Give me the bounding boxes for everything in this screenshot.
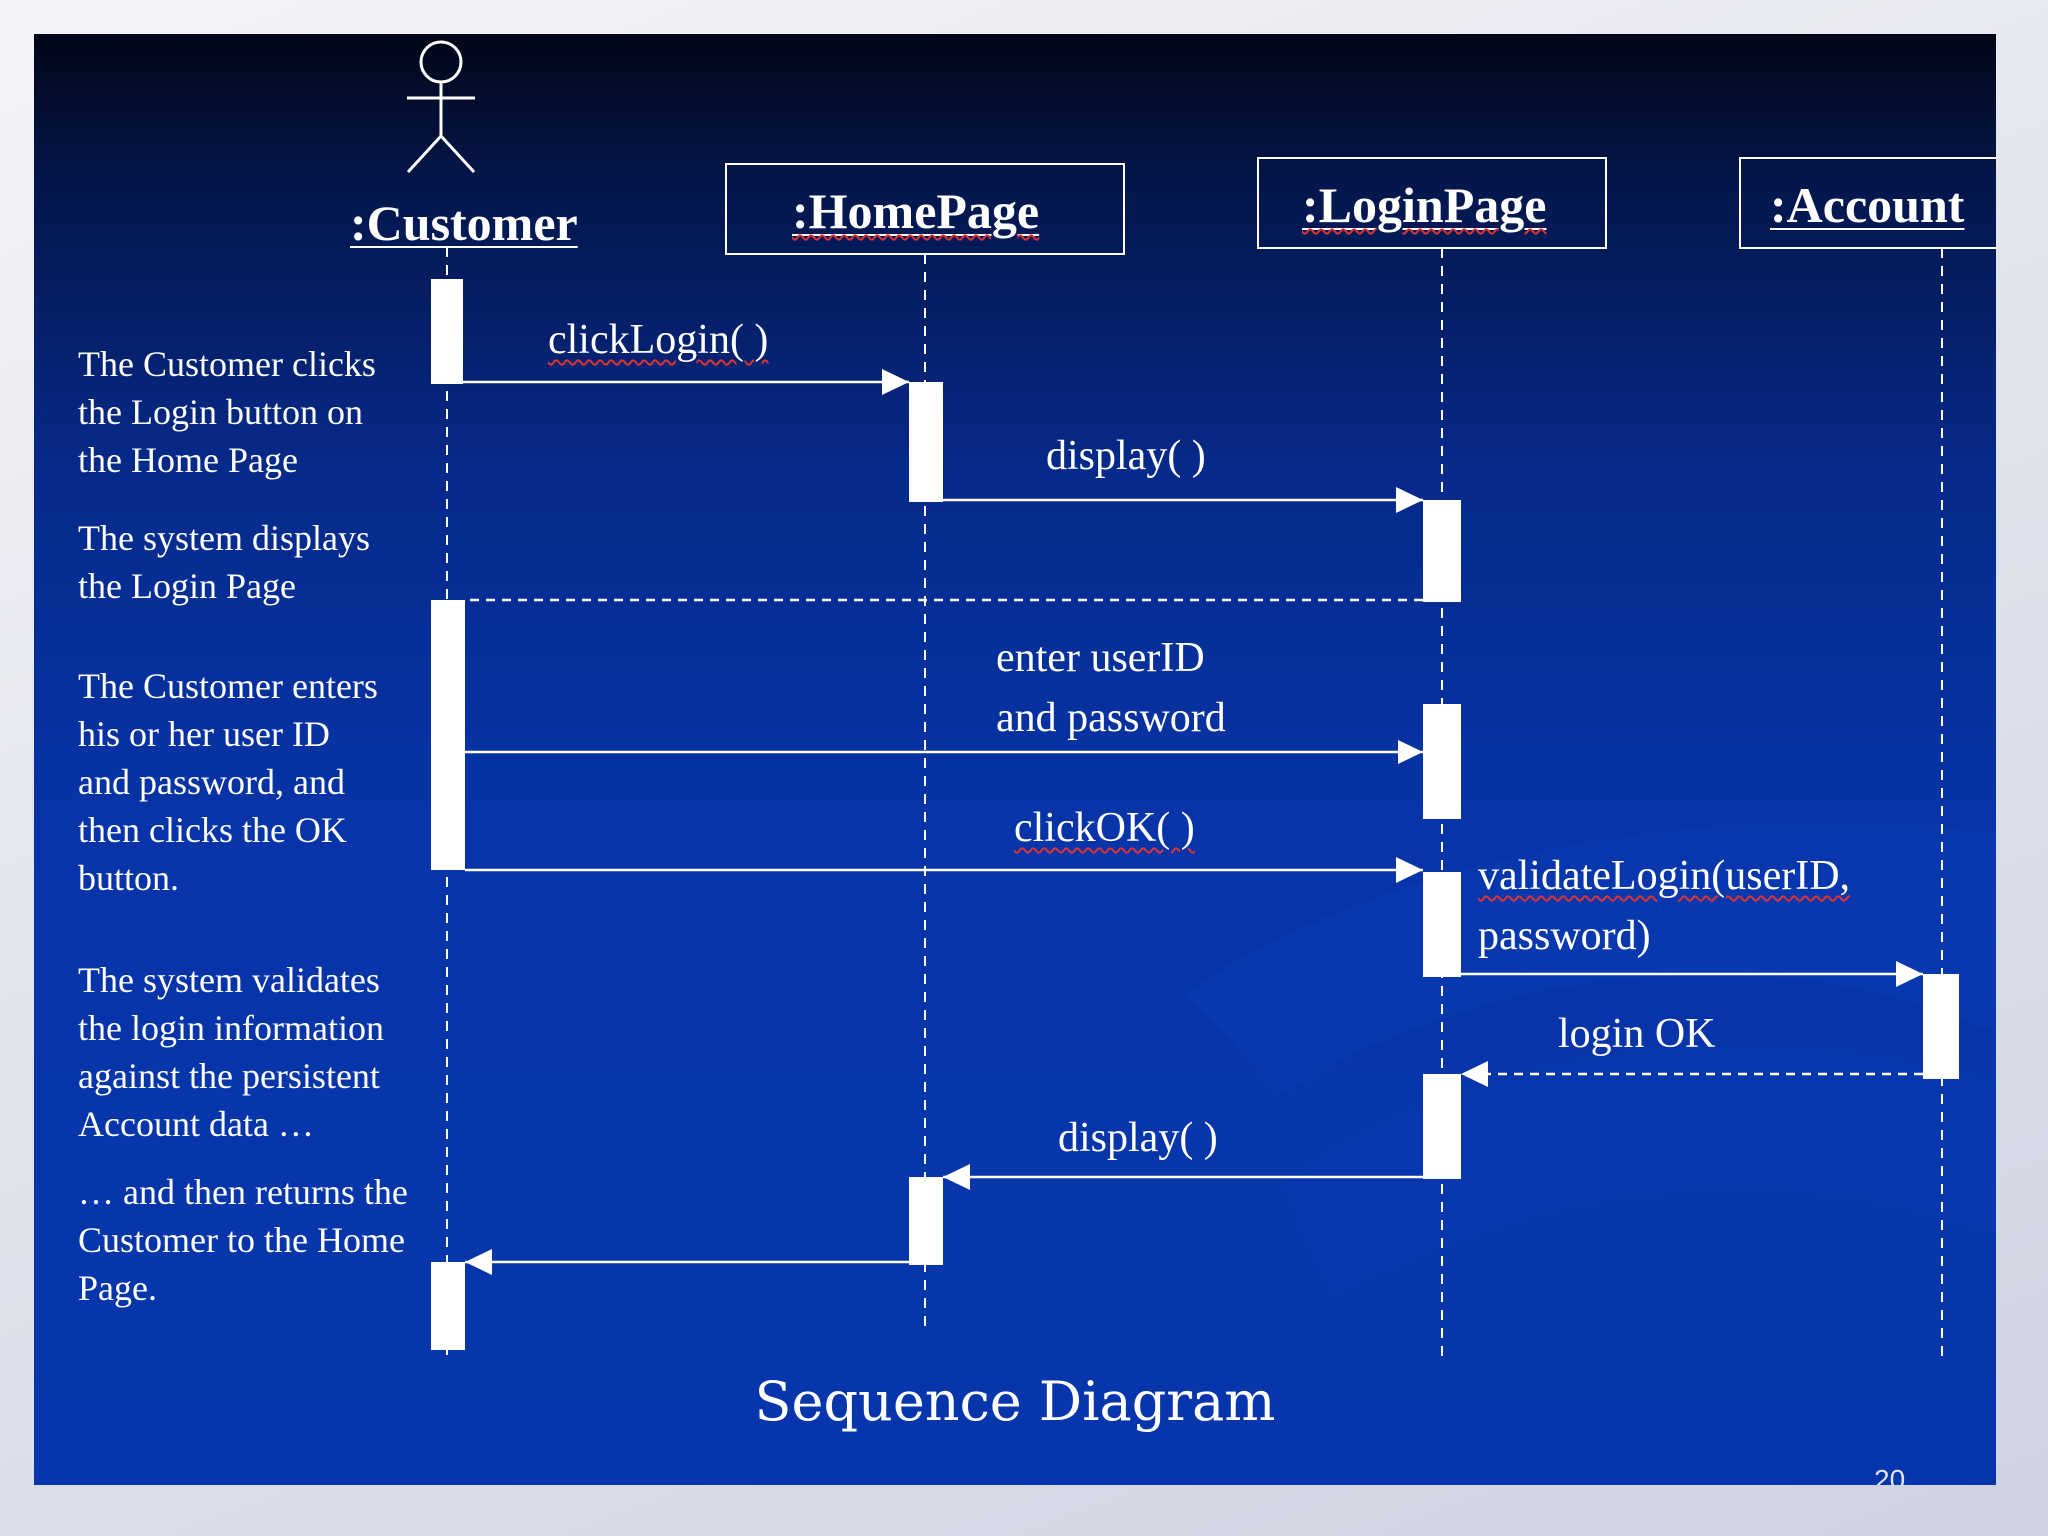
activation-bar bbox=[909, 1177, 943, 1265]
actor-icon bbox=[406, 40, 476, 174]
customer-object-label: :Customer bbox=[350, 195, 578, 251]
activation-bar bbox=[1423, 704, 1461, 819]
page-number: 20 bbox=[1874, 1464, 1906, 1485]
background-swoosh bbox=[1184, 821, 1996, 1294]
message-label-display-1: display( ) bbox=[1046, 433, 1206, 479]
message-arrow-enter-credentials bbox=[465, 740, 1423, 764]
message-label-display-2: display( ) bbox=[1058, 1115, 1218, 1161]
message-arrow-clicklogin bbox=[463, 369, 909, 395]
homepage-object-label: :HomePage bbox=[792, 183, 1040, 239]
note-step-4: The system validates the login informati… bbox=[78, 960, 384, 1144]
note-step-3: The Customer enters his or her user ID a… bbox=[78, 666, 378, 898]
activation-bar bbox=[1423, 872, 1461, 977]
message-label-clickok: clickOK( ) bbox=[1014, 805, 1195, 851]
return-arrow-login-ok bbox=[1461, 1061, 1923, 1087]
account-object-box bbox=[1739, 157, 1996, 249]
message-arrow-clickok bbox=[465, 857, 1423, 883]
note-step-5: … and then returns the Customer to the H… bbox=[78, 1172, 408, 1308]
activation-bar bbox=[1423, 500, 1461, 602]
activation-bar bbox=[431, 1262, 465, 1350]
activation-bar bbox=[431, 279, 463, 384]
slide: :Customer :HomePage :LoginPage :Account … bbox=[34, 34, 1996, 1485]
message-arrow-return-home bbox=[465, 1249, 909, 1275]
activation-bar bbox=[909, 382, 943, 502]
loginpage-object-label: :LoginPage bbox=[1302, 177, 1547, 233]
diagram-caption: Sequence Diagram bbox=[754, 1370, 1276, 1433]
message-label-login-ok: login OK bbox=[1558, 1011, 1716, 1057]
message-arrow-validatelogin bbox=[1461, 961, 1923, 987]
activation-bar bbox=[1923, 974, 1959, 1079]
message-label-enter-credentials-line1: enter userID bbox=[996, 635, 1205, 681]
activation-bar bbox=[431, 600, 465, 870]
activation-bar bbox=[1423, 1074, 1461, 1179]
message-label-validatelogin-line2: password) bbox=[1478, 913, 1651, 959]
message-arrow-display-2 bbox=[943, 1164, 1423, 1190]
message-label-validatelogin-line1: validateLogin(userID, bbox=[1478, 853, 1851, 899]
loginpage-object-box bbox=[1257, 157, 1607, 249]
note-step-2: The system displays the Login Page bbox=[78, 518, 370, 606]
message-arrow-display-1 bbox=[943, 487, 1423, 513]
account-object-label: :Account bbox=[1770, 177, 1965, 233]
message-label-clicklogin: clickLogin( ) bbox=[548, 317, 769, 363]
message-label-enter-credentials-line2: and password bbox=[996, 695, 1226, 741]
note-step-1: The Customer clicks the Login button on … bbox=[78, 344, 376, 480]
sequence-diagram bbox=[406, 40, 1996, 1359]
